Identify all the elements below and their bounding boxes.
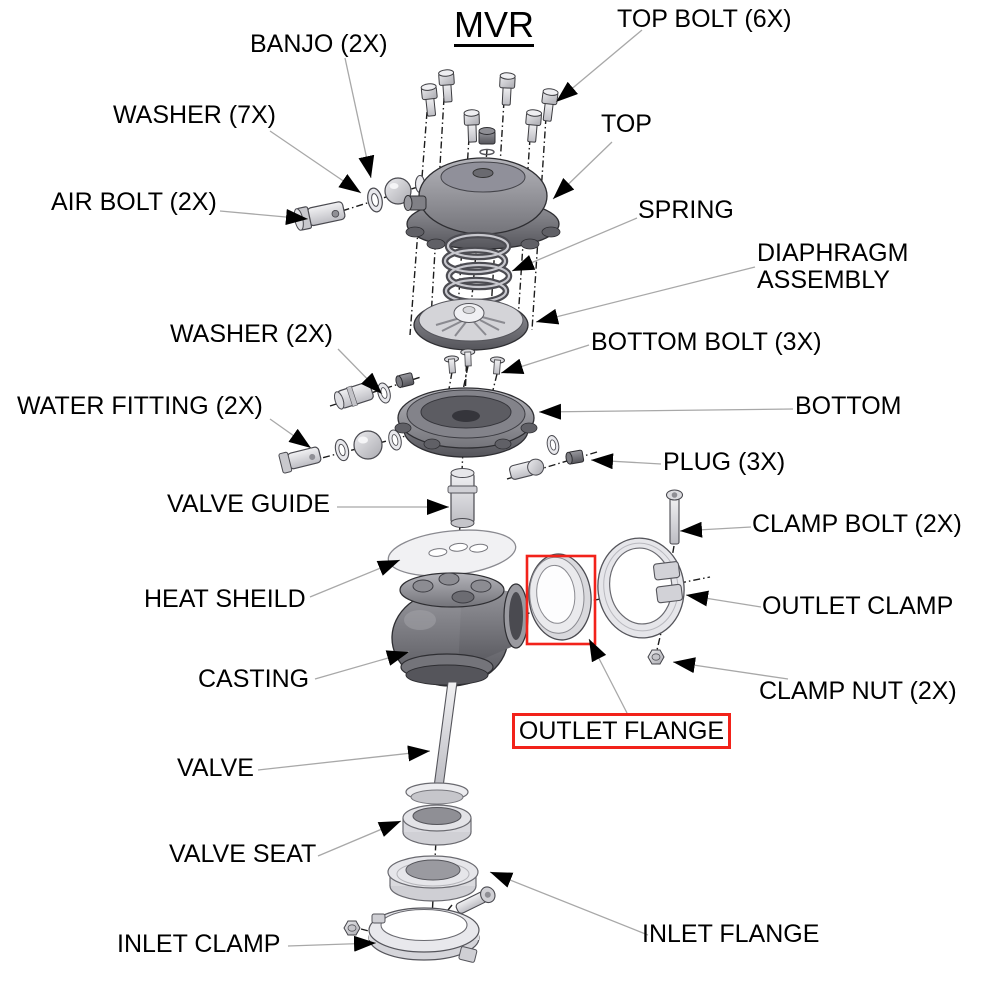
casting-part bbox=[391, 572, 529, 687]
label-plug: PLUG (3X) bbox=[663, 448, 786, 476]
heat-shield-part bbox=[387, 529, 517, 577]
diaphragm-assembly-part bbox=[413, 298, 529, 351]
leader-plug bbox=[590, 453, 662, 470]
label-air-bolt: AIR BOLT (2X) bbox=[51, 188, 217, 216]
label-outlet-flange-box: OUTLET FLANGE bbox=[512, 713, 731, 749]
label-clamp-bolt: CLAMP BOLT (2X) bbox=[752, 510, 962, 538]
label-bottom-bolt: BOTTOM BOLT (3X) bbox=[591, 328, 822, 356]
label-valve: VALVE bbox=[177, 754, 254, 782]
label-diaphragm-assembly: DIAPHRAGM ASSEMBLY bbox=[757, 240, 908, 294]
diagram-title: MVR bbox=[454, 4, 534, 47]
label-washer-7x: WASHER (7X) bbox=[113, 101, 276, 129]
label-bottom: BOTTOM bbox=[795, 392, 902, 420]
outlet-flange-highlight-box bbox=[525, 554, 597, 646]
leader-lines bbox=[219, 29, 794, 952]
top-cover-part bbox=[403, 127, 561, 250]
leader-spring bbox=[511, 217, 638, 272]
leader-diaphragm bbox=[535, 266, 756, 325]
label-spring: SPRING bbox=[638, 196, 734, 224]
leader-water-fitting bbox=[269, 418, 312, 449]
leader-bottom-bolt bbox=[500, 344, 590, 374]
valve-part bbox=[405, 681, 469, 805]
leader-banjo bbox=[344, 57, 375, 179]
leader-valve bbox=[257, 745, 431, 771]
label-top-bolt: TOP BOLT (6X) bbox=[617, 5, 792, 33]
inlet-clamp-bolt bbox=[455, 886, 496, 914]
outlet-flange-part bbox=[528, 553, 592, 641]
label-heat-shield: HEAT SHEILD bbox=[144, 585, 306, 613]
label-valve-seat: VALVE SEAT bbox=[169, 840, 317, 868]
leader-heat-shield bbox=[309, 559, 401, 598]
leader-air-bolt bbox=[219, 209, 309, 225]
label-diaphragm-line2: ASSEMBLY bbox=[757, 266, 890, 294]
leader-outlet-flange bbox=[588, 638, 628, 714]
water-fittings-part bbox=[278, 371, 415, 474]
leader-valve-seat bbox=[317, 820, 402, 857]
leader-clamp-nut bbox=[672, 657, 789, 680]
label-diaphragm-line1: DIAPHRAGM bbox=[757, 239, 909, 267]
leader-washer-7x bbox=[269, 130, 362, 194]
label-inlet-clamp: INLET CLAMP bbox=[117, 930, 281, 958]
label-valve-guide: VALVE GUIDE bbox=[167, 490, 331, 518]
leader-washer-2x bbox=[337, 348, 383, 395]
label-clamp-nut: CLAMP NUT (2X) bbox=[759, 677, 957, 705]
outlet-clamp-part bbox=[597, 537, 685, 639]
label-casting: CASTING bbox=[198, 665, 310, 693]
leader-bottom bbox=[538, 403, 794, 420]
inlet-flange-part bbox=[387, 855, 496, 914]
bottom-housing-part bbox=[394, 387, 538, 458]
leader-clamp-bolt bbox=[679, 521, 752, 538]
valve-seat-part bbox=[402, 804, 472, 846]
label-inlet-flange: INLET FLANGE bbox=[642, 920, 820, 948]
label-water-fitting: WATER FITTING (2X) bbox=[17, 392, 263, 420]
plugs-part bbox=[509, 433, 585, 480]
valve-guide-part bbox=[447, 468, 478, 528]
leader-inlet-flange bbox=[489, 871, 649, 936]
label-washer-2x: WASHER (2X) bbox=[170, 320, 333, 348]
label-banjo: BANJO (2X) bbox=[250, 30, 388, 58]
label-top: TOP bbox=[601, 110, 652, 138]
leader-casting bbox=[314, 650, 410, 680]
bottom-bolts-part bbox=[443, 348, 506, 375]
label-outlet-clamp: OUTLET CLAMP bbox=[762, 592, 954, 620]
leader-top-bolt bbox=[555, 29, 643, 103]
clamp-nut-part bbox=[647, 649, 665, 665]
label-outlet-flange: OUTLET FLANGE bbox=[518, 717, 725, 745]
leader-top bbox=[552, 141, 613, 200]
leader-outlet-clamp bbox=[685, 590, 762, 608]
leader-inlet-clamp bbox=[287, 935, 377, 952]
inlet-clamp-part bbox=[343, 907, 480, 963]
clamp-bolt-part bbox=[665, 489, 684, 545]
